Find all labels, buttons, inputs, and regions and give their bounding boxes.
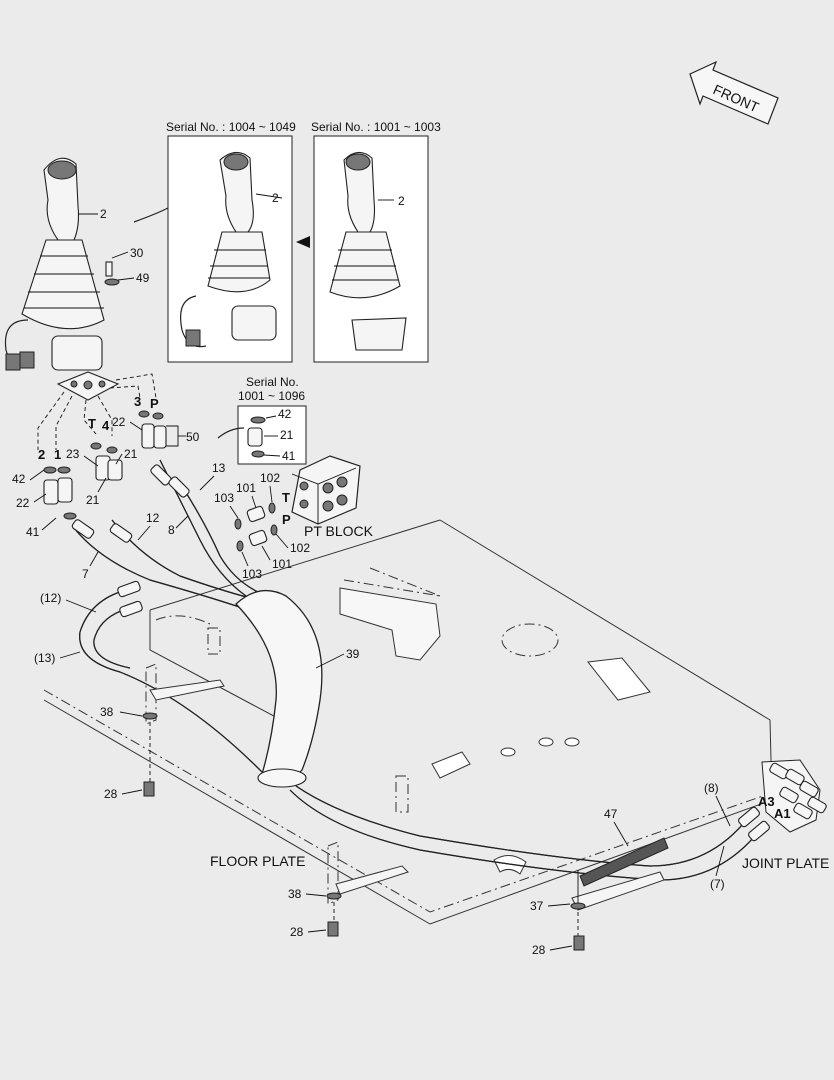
callout-103: 103 [242, 567, 262, 581]
clamp-38-left: 38 28 [100, 663, 225, 801]
callout-28: 28 [104, 787, 118, 801]
callout-7p: (7) [710, 877, 725, 891]
pt-port-T: T [282, 490, 290, 505]
callout-30: 30 [130, 246, 144, 260]
callout-28: 28 [290, 925, 304, 939]
pointer-curve [133, 207, 169, 223]
joint-port-A1: A1 [774, 806, 791, 821]
callout-23: 23 [66, 447, 80, 461]
port-label-4: 4 [102, 418, 110, 433]
callout-22: 22 [112, 415, 126, 429]
callout-102: 102 [260, 471, 280, 485]
callout-8: 8 [168, 523, 175, 537]
serial-caption: Serial No. : 1001 ~ 1003 [311, 120, 441, 134]
callout-12: 12 [146, 511, 160, 525]
callout-42: 42 [12, 472, 26, 486]
pt-block: T P PT BLOCK [282, 455, 374, 539]
hose-bundle [71, 459, 770, 881]
serial-caption: Serial No. [246, 375, 299, 389]
callout-41: 41 [26, 525, 40, 539]
port-label-P: P [150, 396, 159, 411]
callout-7: 7 [82, 567, 89, 581]
callout-39: 39 [346, 647, 360, 661]
joint-plate-label: JOINT PLATE [742, 855, 829, 871]
callout-102: 102 [290, 541, 310, 555]
serial-box-1001-1096: Serial No. 1001 ~ 1096 42 21 41 [217, 375, 307, 465]
callout-41: 41 [282, 449, 296, 463]
callout-13: 13 [212, 461, 226, 475]
port-label-2: 2 [38, 447, 45, 462]
floor-plate: FLOOR PLATE [43, 519, 781, 925]
serial-box-1001-1003: Serial No. : 1001 ~ 1003 2 [311, 120, 441, 363]
callout-38: 38 [288, 887, 302, 901]
main-joystick: 2 30 49 [4, 157, 150, 371]
fittings-left [43, 410, 167, 520]
callout-38: 38 [100, 705, 114, 719]
serial-range: 1001 ~ 1096 [238, 389, 305, 403]
callout-47: 47 [604, 807, 618, 821]
callout-21: 21 [86, 493, 100, 507]
callout-13p: (13) [34, 651, 55, 665]
pt-block-label: PT BLOCK [304, 523, 374, 539]
port-flange [37, 371, 157, 450]
port-label-T: T [88, 416, 96, 431]
callout-21: 21 [280, 428, 294, 442]
pointer-triangle [296, 236, 310, 248]
clamp-37-47: 47 37 28 [530, 807, 669, 957]
callout-2: 2 [272, 191, 279, 205]
callout-42: 42 [278, 407, 292, 421]
pt-fittings [234, 502, 278, 552]
callout-37: 37 [530, 899, 544, 913]
callout-12p: (12) [40, 591, 61, 605]
floor-plate-label: FLOOR PLATE [210, 853, 305, 869]
joint-plate: A3 A1 JOINT PLATE (8) (7) [704, 759, 829, 891]
callout-8p: (8) [704, 781, 719, 795]
callout-28: 28 [532, 943, 546, 957]
port-label-3: 3 [134, 394, 141, 409]
callout-103: 103 [214, 491, 234, 505]
callout-50: 50 [186, 430, 200, 444]
clamp-38-center: 38 28 [288, 841, 409, 939]
serial-caption: Serial No. : 1004 ~ 1049 [166, 120, 296, 134]
callout-49: 49 [136, 271, 150, 285]
front-arrow: FRONT [689, 60, 779, 125]
callout-2: 2 [398, 194, 405, 208]
serial-box-1004-1049: Serial No. : 1004 ~ 1049 2 [166, 120, 296, 363]
callout-101: 101 [236, 481, 256, 495]
port-label-1: 1 [54, 447, 61, 462]
callout-22: 22 [16, 496, 30, 510]
callout-21: 21 [124, 447, 138, 461]
pt-port-P: P [282, 512, 291, 527]
joint-port-A3: A3 [758, 794, 775, 809]
callout-2: 2 [100, 207, 107, 221]
